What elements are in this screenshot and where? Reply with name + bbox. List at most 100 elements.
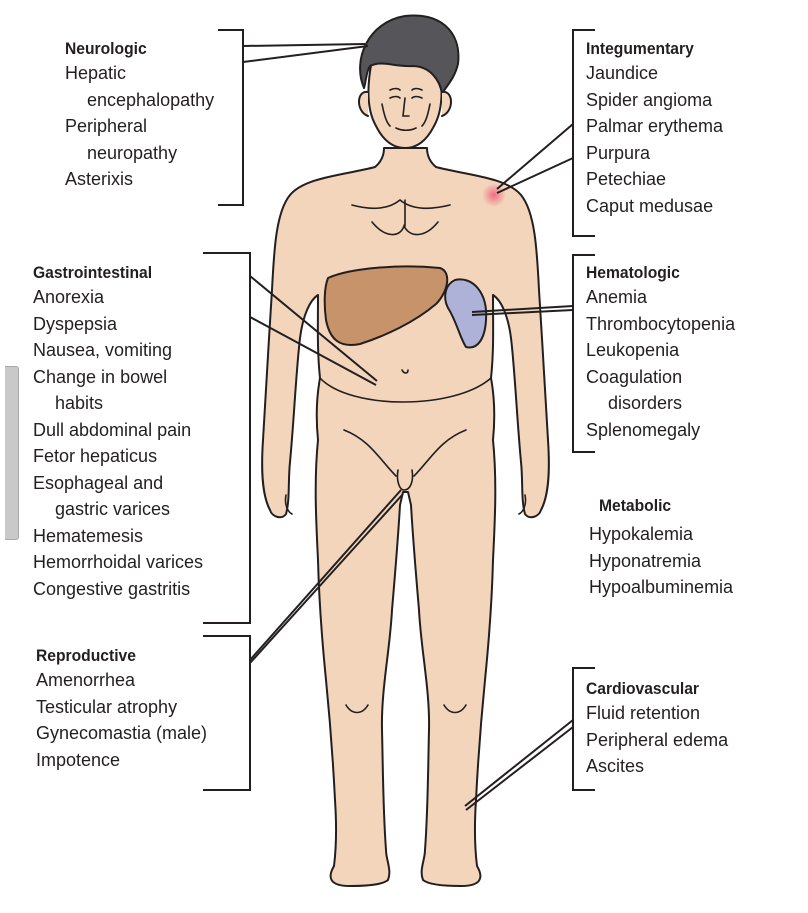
- symptom-item: Peripheral edema: [586, 727, 728, 754]
- symptom-text: Congestive gastritis: [33, 579, 190, 599]
- symptom-text: Caput medusae: [586, 196, 713, 216]
- scroll-handle[interactable]: [5, 366, 19, 540]
- heading: Hematologic: [586, 262, 723, 284]
- symptom-text: Dull abdominal pain: [33, 420, 191, 440]
- symptom-text: Fluid retention: [586, 703, 700, 723]
- symptom-item: Gynecomastia (male): [36, 720, 207, 747]
- symptom-item: Hypoalbuminemia: [589, 574, 733, 601]
- symptom-item: Thrombocytopenia: [586, 311, 735, 338]
- symptom-item: Palmar erythema: [586, 113, 723, 140]
- symptom-text: Amenorrhea: [36, 670, 135, 690]
- symptom-text: Thrombocytopenia: [586, 314, 735, 334]
- symptom-text: Coagulation: [586, 367, 682, 387]
- symptom-text: Nausea, vomiting: [33, 340, 172, 360]
- symptom-item: Testicular atrophy: [36, 694, 207, 721]
- symptom-text: Esophageal and: [33, 473, 163, 493]
- symptom-item: Caput medusae: [586, 193, 723, 220]
- symptom-text: Leukopenia: [586, 340, 679, 360]
- symptom-item: Purpura: [586, 140, 723, 167]
- symptom-item: Dyspepsia: [33, 311, 203, 338]
- heading: Neurologic: [65, 38, 202, 60]
- ear-right: [442, 92, 451, 116]
- symptom-item: Fetor hepaticus: [33, 443, 203, 470]
- ear-left: [359, 92, 368, 116]
- symptom-item: Asterixis: [65, 166, 214, 193]
- symptom-text-continued: habits: [33, 390, 203, 417]
- symptom-item: Spider angioma: [586, 87, 723, 114]
- bracket-neurologic: [218, 30, 243, 205]
- symptom-text: Hemorrhoidal varices: [33, 552, 203, 572]
- symptom-item: Change in bowel habits: [33, 364, 203, 417]
- symptom-item: Leukopenia: [586, 337, 735, 364]
- symptom-text: Peripheral: [65, 116, 147, 136]
- symptom-text: Gynecomastia (male): [36, 723, 207, 743]
- heading: Reproductive: [36, 645, 193, 667]
- bracket-reproductive: [203, 636, 250, 790]
- symptom-item: Fluid retention: [586, 700, 728, 727]
- symptom-item: Nausea, vomiting: [33, 337, 203, 364]
- symptom-item: Anorexia: [33, 284, 203, 311]
- symptom-item: Impotence: [36, 747, 207, 774]
- symptom-item: Hyponatremia: [589, 548, 733, 575]
- symptom-item: Jaundice: [586, 60, 723, 87]
- symptom-item: Ascites: [586, 753, 728, 780]
- symptom-text: Anemia: [586, 287, 647, 307]
- heading: Metabolic: [599, 495, 722, 517]
- spider-angioma-mark: [482, 183, 506, 207]
- heading: Integumentary: [586, 38, 712, 60]
- symptom-text: Hypokalemia: [589, 524, 693, 544]
- symptom-text: Ascites: [586, 756, 644, 776]
- symptom-text-continued: disorders: [586, 390, 735, 417]
- symptom-text: Peripheral edema: [586, 730, 728, 750]
- symptom-text-continued: neuropathy: [65, 140, 214, 167]
- symptom-text: Petechiae: [586, 169, 666, 189]
- symptom-text: Purpura: [586, 143, 650, 163]
- symptom-item: Hemorrhoidal varices: [33, 549, 203, 576]
- symptom-text: Hematemesis: [33, 526, 143, 546]
- symptom-text: Impotence: [36, 750, 120, 770]
- symptom-item: Hematemesis: [33, 523, 203, 550]
- symptom-item: Dull abdominal pain: [33, 417, 203, 444]
- symptom-item: Hepatic encephalopathy: [65, 60, 214, 113]
- heading: Gastrointestinal: [33, 262, 189, 284]
- symptom-item: Splenomegaly: [586, 417, 735, 444]
- symptom-text: Dyspepsia: [33, 314, 117, 334]
- body-outline: [262, 148, 549, 886]
- symptom-item: Petechiae: [586, 166, 723, 193]
- symptom-text: Testicular atrophy: [36, 697, 177, 717]
- symptom-text: Palmar erythema: [586, 116, 723, 136]
- symptom-item: Peripheral neuropathy: [65, 113, 214, 166]
- symptom-text: Asterixis: [65, 169, 133, 189]
- symptom-item: Anemia: [586, 284, 735, 311]
- symptom-text: Fetor hepaticus: [33, 446, 157, 466]
- bracket-gastrointestinal: [203, 253, 250, 623]
- symptom-text: Hyponatremia: [589, 551, 701, 571]
- symptom-text: Change in bowel: [33, 367, 167, 387]
- symptom-text: Splenomegaly: [586, 420, 700, 440]
- symptom-item: Congestive gastritis: [33, 576, 203, 603]
- heading: Cardiovascular: [586, 678, 717, 700]
- symptom-item: Coagulation disorders: [586, 364, 735, 417]
- symptom-item: Hypokalemia: [589, 521, 733, 548]
- symptom-text-continued: encephalopathy: [65, 87, 214, 114]
- symptom-text: Hypoalbuminemia: [589, 577, 733, 597]
- symptom-text: Jaundice: [586, 63, 658, 83]
- symptom-text: Hepatic: [65, 63, 126, 83]
- symptom-item: Amenorrhea: [36, 667, 207, 694]
